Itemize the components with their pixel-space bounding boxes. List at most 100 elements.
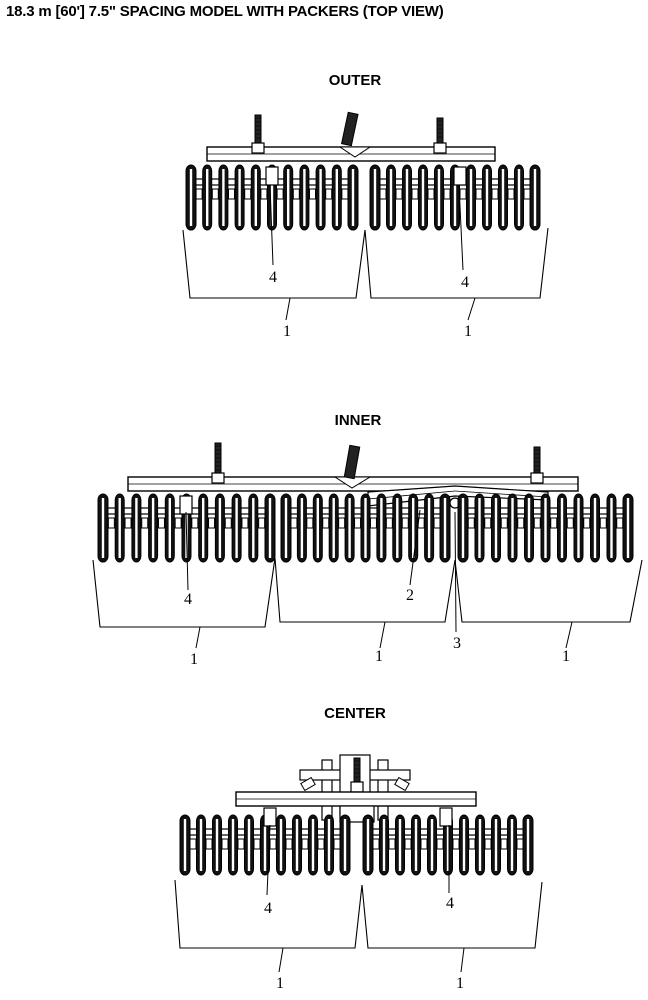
packer-wheel-highlight — [215, 819, 219, 871]
packer-wheel-highlight — [218, 498, 222, 558]
assembly-bracket — [274, 557, 456, 623]
assembly-bracket — [361, 881, 543, 949]
leader-line — [458, 184, 464, 271]
gang-mount-right — [453, 166, 467, 186]
callout-label-1: 1 — [283, 323, 291, 340]
packer-wheel-highlight — [437, 169, 441, 226]
packer-wheel-highlight — [279, 819, 283, 871]
packer-wheel-highlight — [527, 498, 531, 558]
callout-label-1: 1 — [190, 651, 198, 668]
leader-line — [185, 511, 189, 591]
packer-wheel-highlight — [151, 498, 155, 558]
packer-wheel-highlight — [478, 498, 481, 558]
outer-view — [185, 111, 541, 231]
packer-wheel-highlight — [610, 498, 613, 558]
bearing-block — [258, 517, 266, 529]
leader-line — [454, 511, 457, 633]
packer-wheel-highlight — [577, 498, 580, 558]
packer-wheel-highlight — [263, 819, 267, 871]
packer-wheel-highlight — [396, 498, 399, 558]
hitch-post-left — [321, 759, 333, 821]
packer-wheel-highlight — [427, 498, 431, 558]
bearing-block — [404, 838, 412, 850]
packer-wheel-highlight — [135, 498, 138, 558]
bearing-block — [189, 838, 197, 850]
packer-wheel-highlight — [453, 169, 457, 226]
bearing-block — [191, 517, 199, 529]
bearing-block — [322, 517, 330, 529]
bearing-block — [211, 188, 219, 200]
hitch-post-right — [377, 759, 389, 821]
packer-wheel-highlight — [446, 819, 450, 871]
bearing-block — [427, 188, 435, 200]
packer-wheel-highlight — [485, 169, 489, 226]
packer-wheel-highlight — [247, 819, 251, 871]
packer-wheel-highlight — [626, 498, 630, 558]
packer-wheel-highlight — [202, 498, 205, 558]
bearing-block — [599, 517, 607, 529]
packer-wheel-highlight — [364, 498, 367, 558]
packer-wheel-highlight — [118, 498, 121, 558]
bearing-block — [420, 838, 428, 850]
packer-wheel-highlight — [254, 169, 257, 226]
bearing-block — [379, 188, 387, 200]
packer-wheel-highlight — [351, 169, 355, 226]
cylinder-mount — [251, 142, 265, 154]
packer-wheel-highlight — [511, 498, 514, 558]
packer-wheel-highlight — [316, 498, 319, 558]
packer-wheel-highlight — [343, 819, 347, 871]
bearing-block — [241, 517, 249, 529]
bearing-block — [516, 838, 524, 850]
packer-wheel-highlight — [494, 819, 498, 871]
bearing-block — [507, 188, 515, 200]
assembly-bracket — [182, 229, 366, 299]
callout-label-2: 2 — [406, 587, 414, 604]
packer-wheel-highlight — [414, 819, 418, 871]
cylinder-right — [433, 117, 447, 154]
cylinder-body — [533, 446, 541, 474]
packer-wheel-highlight — [311, 819, 315, 871]
bearing-block — [341, 188, 349, 200]
gang-mount-left — [265, 166, 279, 186]
assembly-bracket — [454, 559, 643, 623]
view-title-center: CENTER — [324, 705, 386, 722]
packer-wheel-highlight — [478, 819, 482, 871]
packer-wheel-highlight — [544, 498, 547, 558]
packer-wheel-highlight — [238, 169, 241, 226]
bearing-block — [325, 188, 333, 200]
bearing-block — [292, 188, 300, 200]
disc-gang — [457, 493, 634, 563]
callout-brackets — [92, 227, 643, 949]
bearing-block — [317, 838, 325, 850]
center-view — [179, 754, 534, 876]
packer-wheel-highlight — [405, 169, 409, 226]
bearing-block — [157, 517, 165, 529]
leader-line — [565, 621, 573, 649]
hitch-cylinder — [340, 111, 359, 147]
gang-mount — [179, 495, 193, 515]
packer-wheel-highlight — [235, 498, 238, 558]
bearing-block — [468, 838, 476, 850]
packer-wheel-highlight — [335, 169, 338, 226]
bearing-block — [388, 838, 396, 850]
packer-wheel-highlight — [494, 498, 498, 558]
bearing-block — [354, 517, 362, 529]
packer-wheel-highlight — [199, 819, 203, 871]
disc-gang — [185, 164, 359, 231]
gang-mount-right — [439, 807, 453, 827]
callout-label-1: 1 — [464, 323, 472, 340]
bearing-block — [228, 188, 235, 200]
leader-line — [409, 509, 421, 586]
callout-label-4: 4 — [264, 900, 272, 917]
packer-wheel-highlight — [398, 819, 402, 871]
inner-view — [97, 442, 634, 563]
callout-label-3: 3 — [453, 635, 461, 652]
cylinder-right — [530, 446, 544, 484]
bearing-block — [208, 517, 216, 529]
bearing-block — [306, 517, 314, 529]
bearing-block — [269, 838, 277, 850]
packer-wheel-highlight — [231, 819, 235, 871]
packer-wheel-highlight — [252, 498, 255, 558]
